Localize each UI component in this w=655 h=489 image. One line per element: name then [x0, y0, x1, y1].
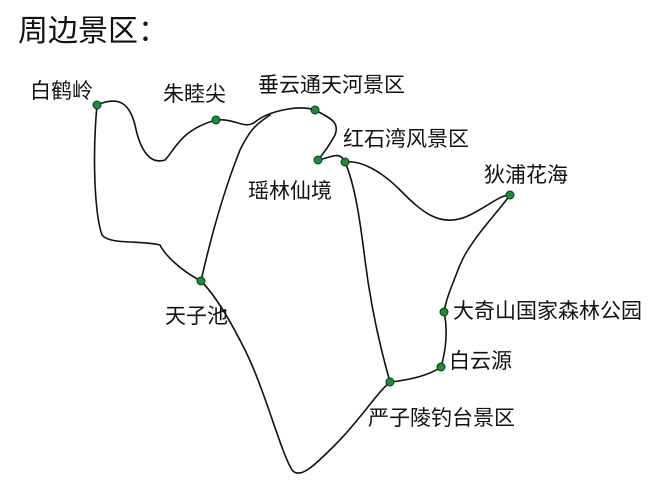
spot-label-zhumujian: 朱睦尖	[163, 82, 226, 106]
spot-label-yaolin: 瑶林仙境	[248, 179, 332, 203]
spot-label-tianzichi: 天子池	[165, 304, 228, 328]
spot-marker-dipu[interactable]	[505, 190, 515, 200]
spot-label-daqishan: 大奇山国家森林公园	[453, 299, 642, 323]
spot-marker-yaolin[interactable]	[313, 155, 323, 165]
spot-marker-tianzichi[interactable]	[196, 276, 206, 286]
spot-label-chuiyun: 垂云通天河景区	[258, 73, 405, 97]
route-line-outer	[93, 100, 511, 474]
map-title: 周边景区：	[18, 14, 168, 49]
spot-marker-daqishan[interactable]	[439, 307, 449, 317]
route-line-inner	[344, 161, 391, 383]
spot-label-baiheling: 白鹤岭	[30, 79, 93, 103]
spot-marker-baiyunyuan[interactable]	[436, 362, 446, 372]
spot-label-baiyunyuan: 白云源	[449, 349, 512, 373]
spot-marker-baiheling[interactable]	[92, 100, 102, 110]
spot-label-yanziling: 严子陵钓台景区	[368, 406, 515, 430]
spot-marker-chuiyun[interactable]	[310, 105, 320, 115]
spot-label-dipu: 狄浦花海	[484, 163, 568, 187]
spot-marker-zhumujian[interactable]	[211, 115, 221, 125]
spot-marker-hongshiwan[interactable]	[340, 157, 350, 167]
spot-label-hongshiwan: 红石湾风景区	[343, 127, 469, 151]
spot-marker-yanziling[interactable]	[385, 377, 395, 387]
route-line-center	[200, 114, 271, 282]
